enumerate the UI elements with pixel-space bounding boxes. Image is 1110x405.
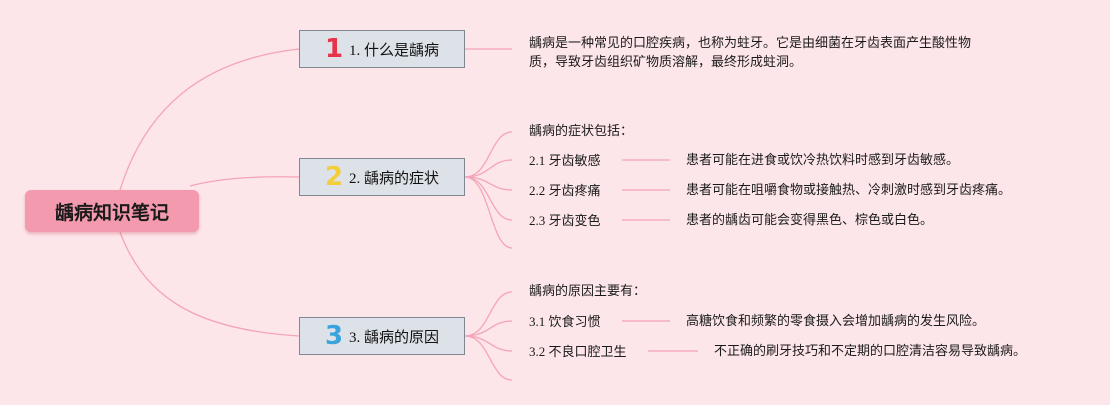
connector-topic2-intro — [464, 131, 513, 178]
connector-topic3-item2 — [464, 335, 513, 352]
topic-3[interactable]: 3 3. 龋病的原因 — [299, 317, 465, 355]
connector-topic3-intro — [464, 291, 513, 337]
cause-item-label[interactable]: 3.1 饮食习惯 — [529, 314, 601, 329]
symptom-item-label[interactable]: 2.1 牙齿敏感 — [529, 153, 601, 168]
connector-topic2-item3 — [464, 176, 513, 221]
connector-topic3-item1 — [464, 320, 513, 337]
topic-1-description-line2: 质，导致牙齿组织矿物质溶解，最终形成蛀洞。 — [529, 55, 803, 70]
topic-2[interactable]: 2 2. 龋病的症状 — [299, 158, 465, 196]
cause-item-label[interactable]: 3.2 不良口腔卫生 — [529, 344, 627, 359]
topic-3-label: 3. 龋病的原因 — [349, 329, 440, 346]
connector-topic2-item1 — [464, 159, 513, 178]
topic-1-description[interactable]: 龋病是一种常见的口腔疾病，也称为蛀牙。它是由细菌在牙齿表面产生酸性物 质，导致牙… — [529, 34, 971, 72]
number-3-icon: 3 — [324, 321, 344, 351]
topic-2-label: 2. 龋病的症状 — [349, 170, 440, 187]
symptom-item-label[interactable]: 2.2 牙齿疼痛 — [529, 183, 601, 198]
topic-1-description-line1: 龋病是一种常见的口腔疾病，也称为蛀牙。它是由细菌在牙齿表面产生酸性物 — [529, 36, 972, 51]
connector-central-topic1 — [119, 48, 300, 191]
number-1-icon: 1 — [324, 34, 344, 64]
central-topic-label: 龋病知识笔记 — [54, 201, 169, 224]
cause-item-detail[interactable]: 高糖饮食和频繁的零食摄入会增加龋病的发生风险。 — [686, 314, 986, 329]
symptom-item-detail[interactable]: 患者可能在咀嚼食物或接触热、冷刺激时感到牙齿疼痛。 — [686, 183, 1012, 198]
topic-3-intro[interactable]: 龋病的原因主要有： — [529, 284, 647, 299]
cause-item-detail[interactable]: 不正确的刷牙技巧和不定期的口腔清洁容易导致龋病。 — [714, 344, 1027, 359]
topic-2-intro[interactable]: 龋病的症状包括： — [529, 124, 634, 139]
symptom-item-label[interactable]: 2.3 牙齿变色 — [529, 213, 601, 228]
symptom-item-detail[interactable]: 患者可能在进食或饮冷热饮料时感到牙齿敏感。 — [686, 153, 960, 168]
topic-1[interactable]: 1 1. 什么是龋病 — [299, 30, 465, 68]
connector-topic2-end — [464, 176, 513, 249]
connector-topic3-end — [464, 335, 513, 381]
central-topic[interactable]: 龋病知识笔记 — [25, 190, 199, 232]
symptom-item-detail[interactable]: 患者的龋齿可能会变得黑色、棕色或白色。 — [686, 213, 934, 228]
number-2-icon: 2 — [324, 162, 344, 192]
connector-central-topic3 — [119, 231, 300, 337]
connector-central-topic2 — [189, 176, 300, 187]
topic-1-label: 1. 什么是龋病 — [349, 42, 440, 59]
